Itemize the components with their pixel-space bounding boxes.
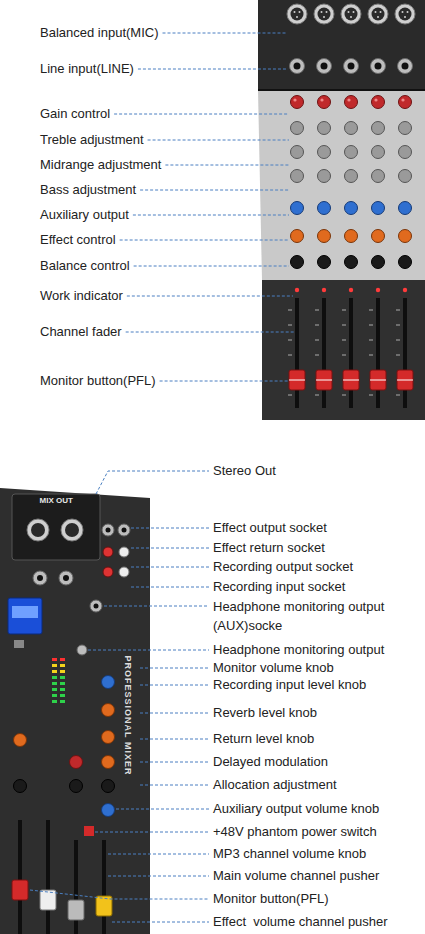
part-label: Recording output socket <box>213 559 353 575</box>
leader-line <box>88 650 209 651</box>
part-label: Headphone monitoring output (AUX)socke <box>213 597 413 635</box>
part-label: Return level knob <box>213 731 314 747</box>
leader-line <box>138 69 288 70</box>
panel-marking: MIX OUT <box>40 496 73 506</box>
leader-line <box>140 762 209 763</box>
leader-line <box>116 809 209 810</box>
part-label: Line input(LINE) <box>40 61 134 77</box>
leader-line <box>140 785 209 786</box>
leader-line <box>131 567 209 568</box>
part-label: Recording input socket <box>213 579 345 595</box>
leader-line <box>131 587 209 588</box>
leader-line <box>126 332 294 333</box>
leader-line <box>131 548 209 549</box>
leader-line <box>140 713 209 714</box>
part-label: Headphone monitoring output <box>213 642 384 658</box>
leader-line <box>140 668 209 669</box>
part-label: Effect control <box>40 232 116 248</box>
leader-line <box>114 114 289 115</box>
part-label: Stereo Out <box>213 463 276 479</box>
leader-line <box>165 165 289 166</box>
part-label: Midrange adjustment <box>40 157 161 173</box>
leader-line <box>108 876 209 877</box>
part-label: Reverb level knob <box>213 705 317 721</box>
part-label: Effect volume channel pusher <box>213 914 388 930</box>
leader-line <box>140 739 209 740</box>
leader-line <box>160 381 288 382</box>
leader-line <box>30 890 209 899</box>
leader-line <box>108 854 209 855</box>
part-label: MP3 channel volume knob <box>213 846 366 862</box>
leader-line <box>104 606 209 607</box>
leader-line <box>127 296 293 297</box>
leader-line <box>140 190 289 191</box>
leader-line <box>131 528 209 529</box>
part-label: Monitor button(PFL) <box>213 891 329 907</box>
part-label: Monitor button(PFL) <box>40 373 156 389</box>
part-label: Balanced input(MIC) <box>40 25 159 41</box>
leader-line <box>140 685 209 686</box>
leader-line <box>134 266 289 267</box>
leader-line <box>112 922 209 923</box>
part-label: Auxiliary output <box>40 207 129 223</box>
part-label: Allocation adjustment <box>213 777 337 793</box>
part-label: Balance control <box>40 258 130 274</box>
part-label: Recording input level knob <box>213 677 366 693</box>
part-label: Auxiliary output volume knob <box>213 801 379 817</box>
part-label: Gain control <box>40 106 110 122</box>
part-label: Treble adjustment <box>40 132 144 148</box>
part-label: Work indicator <box>40 288 123 304</box>
brand-marking: PROFESSIONAL MIXER <box>122 655 133 775</box>
part-label: Channel fader <box>40 324 122 340</box>
part-label: Monitor volume knob <box>213 660 334 676</box>
leader-line <box>163 33 287 34</box>
part-label: Effect output socket <box>213 520 327 536</box>
part-label: Bass adjustment <box>40 182 136 198</box>
part-label: Effect return socket <box>213 540 325 556</box>
part-label: Delayed modulation <box>213 754 328 770</box>
leader-line <box>148 140 289 141</box>
part-label: +48V phantom power switch <box>213 824 377 840</box>
leader-line <box>133 215 289 216</box>
part-label: Main volume channel pusher <box>213 868 379 884</box>
leader-line <box>96 471 209 494</box>
leader-line <box>95 832 209 833</box>
leader-line <box>120 240 289 241</box>
